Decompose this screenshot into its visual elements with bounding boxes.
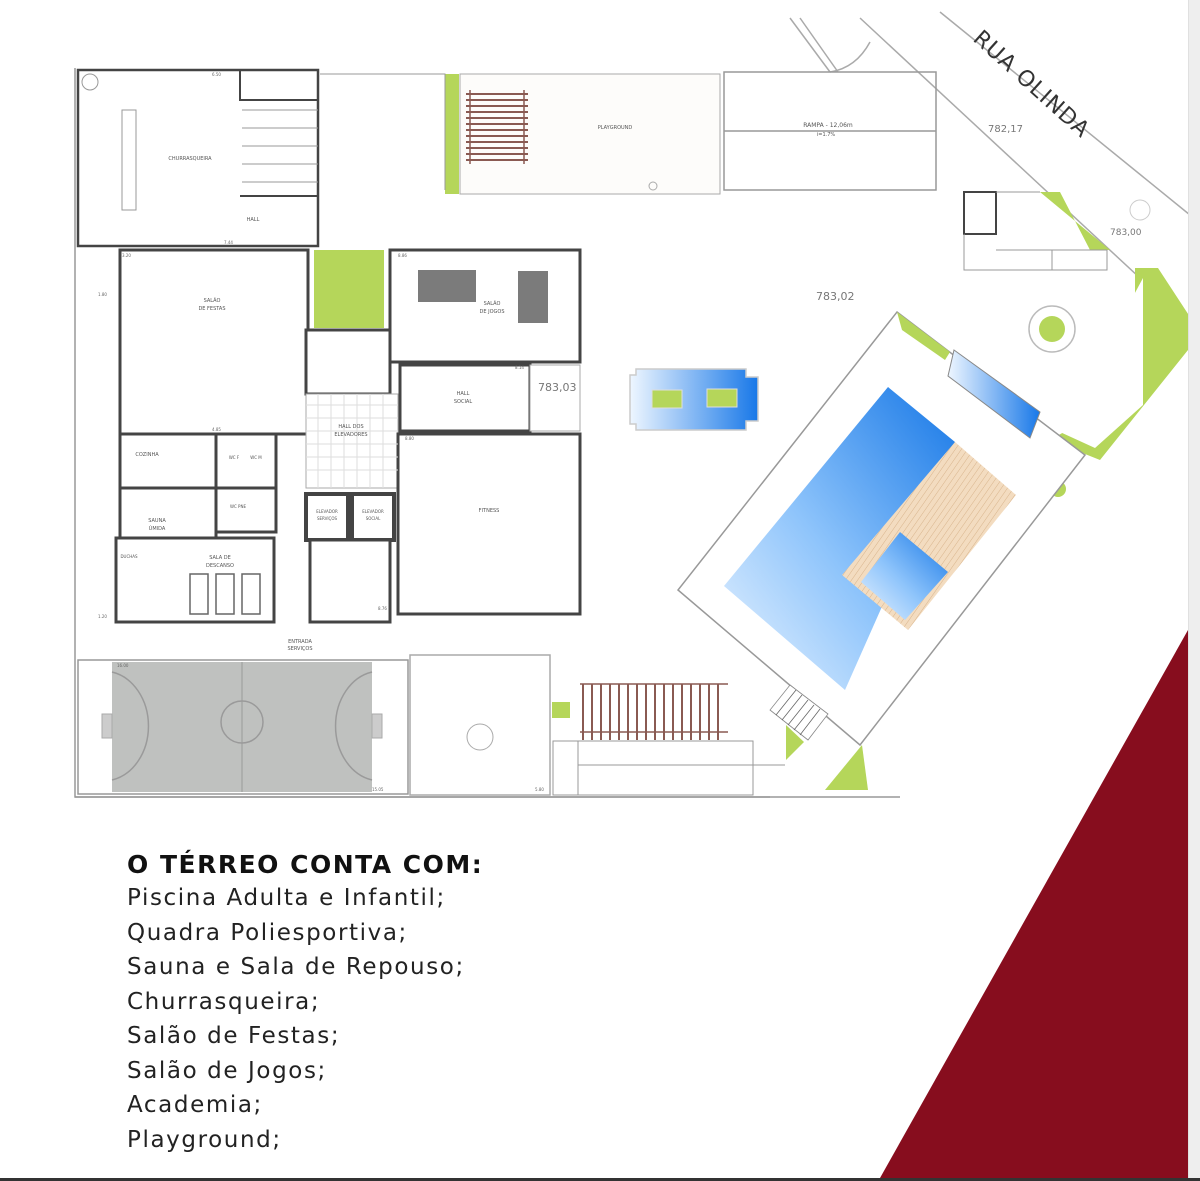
svg-text:ENTRADA: ENTRADA [288, 639, 312, 645]
ramps [552, 740, 785, 796]
svg-text:1.20: 1.20 [98, 614, 107, 619]
svg-text:HALL: HALL [247, 217, 260, 223]
adult-pool [724, 387, 955, 690]
ramp-label: RAMPA - 12,06m [803, 122, 853, 129]
accent-triangle [880, 630, 1188, 1178]
svg-text:SALA DE: SALA DE [209, 555, 231, 561]
ramp-slope: i=1.7% [817, 132, 836, 138]
svg-text:ELEVADOR: ELEVADOR [316, 509, 338, 514]
svg-text:ELEVADOR: ELEVADOR [362, 509, 384, 514]
amenity-item: Sauna e Sala de Repouso; [127, 954, 465, 980]
svg-text:FITNESS: FITNESS [479, 508, 500, 514]
sports-court [77, 659, 409, 795]
svg-text:7.44: 7.44 [224, 240, 233, 245]
lower-garden [409, 654, 551, 796]
svg-text:SOCIAL: SOCIAL [366, 516, 381, 521]
amenity-item: Piscina Adulta e Infantil; [127, 885, 446, 911]
svg-text:WC M: WC M [250, 455, 262, 460]
gatehouse [963, 191, 1151, 271]
svg-text:8.14: 8.14 [515, 365, 524, 370]
svg-text:ELEVADORES: ELEVADORES [334, 432, 367, 438]
amenity-item: Salão de Festas; [127, 1023, 341, 1049]
pergola-icon-2 [580, 683, 728, 740]
street-boundary [789, 11, 1191, 293]
site-outline [74, 68, 937, 798]
svg-text:4.85: 4.85 [212, 427, 221, 432]
svg-text:DE FESTAS: DE FESTAS [198, 306, 225, 312]
svg-text:16.00: 16.00 [117, 663, 129, 668]
amenity-item: Salão de Jogos; [127, 1057, 327, 1084]
svg-text:DESCANSO: DESCANSO [206, 563, 234, 569]
kids-pool [861, 532, 948, 620]
level-street: 782,17 [988, 124, 1023, 135]
amenities-title: O TÉRREO CONTA COM: [127, 850, 484, 879]
svg-text:8.86: 8.86 [398, 253, 407, 258]
svg-text:15.05: 15.05 [372, 787, 384, 792]
lawn-strip [445, 74, 459, 194]
svg-text:6.50: 6.50 [212, 72, 221, 77]
svg-text:SALÃO: SALÃO [204, 297, 221, 304]
fountain [629, 368, 759, 431]
svg-text:DE JOGOS: DE JOGOS [480, 309, 505, 315]
svg-text:SALÃO: SALÃO [484, 300, 501, 307]
svg-text:8.80: 8.80 [405, 436, 414, 441]
level-social: 783,03 [538, 381, 577, 394]
svg-text:ÚMIDA: ÚMIDA [149, 525, 166, 532]
building [76, 68, 582, 624]
amenities-list: O TÉRREO CONTA COM: Piscina Adulta e Inf… [127, 848, 483, 1157]
amenity-item: Playground; [127, 1126, 282, 1153]
playground-area [459, 73, 721, 195]
level-deck: 783,02 [816, 290, 855, 303]
svg-text:SAUNA: SAUNA [148, 518, 166, 524]
pool-table [518, 271, 548, 323]
street-name: RUA OLINDA [968, 26, 1094, 143]
floor-tiles [306, 394, 398, 488]
svg-text:5.80: 5.80 [535, 787, 544, 792]
ping-pong-table [418, 270, 476, 302]
bottom-border [0, 1178, 1200, 1181]
svg-text:WC PNE: WC PNE [230, 504, 246, 509]
svg-text:DUCHAS: DUCHAS [120, 554, 138, 559]
svg-text:SOCIAL: SOCIAL [454, 399, 472, 405]
svg-text:SERVIÇOS: SERVIÇOS [287, 646, 312, 652]
amenity-item: Churrasqueira; [127, 988, 321, 1015]
svg-text:CHURRASQUEIRA: CHURRASQUEIRA [168, 156, 212, 162]
svg-text:COZINHA: COZINHA [135, 452, 159, 458]
bbq-fixtures [81, 69, 319, 211]
svg-text:1.80: 1.80 [98, 292, 107, 297]
right-lawn [1050, 268, 1192, 460]
amenity-item: Quadra Poliesportiva; [127, 919, 408, 946]
svg-text:8.76: 8.76 [378, 606, 387, 611]
tree-circle [1028, 305, 1076, 353]
tree-circle-2 [466, 723, 494, 751]
amenity-item: Academia; [127, 1092, 263, 1118]
svg-text:WC F: WC F [229, 455, 240, 460]
pergola-icon [466, 90, 528, 164]
playground-label: PLAYGROUND [598, 125, 633, 131]
svg-text:SERVIÇOS: SERVIÇOS [317, 516, 337, 521]
page-edge [1188, 0, 1200, 1181]
svg-text:HALL DOS: HALL DOS [338, 424, 363, 430]
room-labels: CHURRASQUEIRA HALL SALÃO DE FESTAS SALÃO… [120, 156, 504, 652]
svg-text:HALL: HALL [457, 391, 470, 397]
loungers [189, 573, 261, 615]
pool-area [676, 310, 1087, 790]
dimension-labels: 6.50 7.44 3.20 8.86 8.80 8.14 8.76 4.85 … [98, 72, 544, 792]
level-entrance: 783,00 [1110, 228, 1142, 238]
svg-text:3.20: 3.20 [122, 253, 131, 258]
